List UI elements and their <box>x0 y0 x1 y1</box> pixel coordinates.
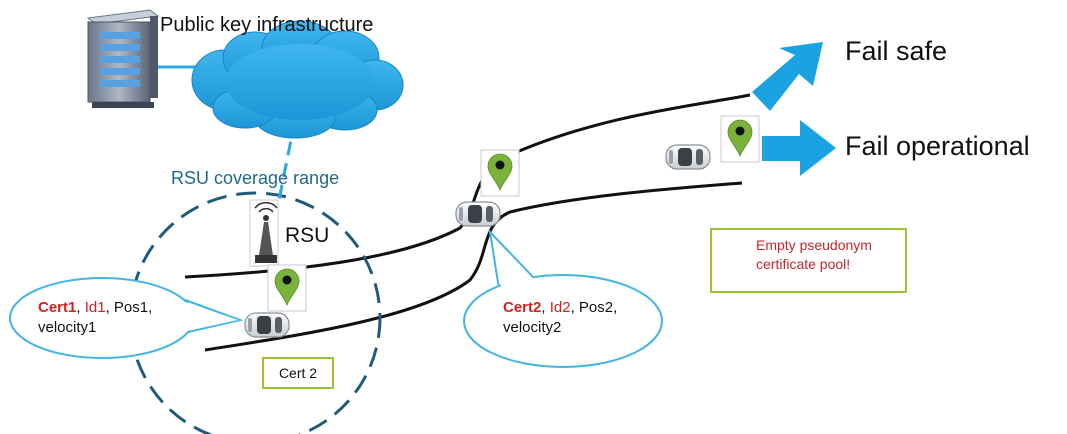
location-pin-icon-2 <box>480 149 520 197</box>
cert-box-label: Cert 2 <box>278 365 318 381</box>
rsu-coverage-label: RSU coverage range <box>171 168 340 188</box>
warning-line1: Empty pseudonym <box>756 237 872 253</box>
pki-label: Public key infrastructure <box>160 14 374 36</box>
cloud-rsu-link <box>276 119 297 206</box>
speech-bubble-2 <box>463 228 663 368</box>
rsu-label: RSU <box>285 224 330 247</box>
upper-road <box>184 93 751 279</box>
rsu-antenna-icon <box>249 199 279 267</box>
car-icon-2 <box>455 201 501 227</box>
car-icon-3 <box>665 144 711 170</box>
location-pin-icon-1 <box>267 264 307 312</box>
bubble1-id: Id1 <box>84 299 106 316</box>
bubble1-cert: Cert1 <box>38 299 77 316</box>
warning-box: Empty pseudonym certificate pool! <box>710 228 907 293</box>
bubble2-text: Cert2, Id2, Pos2, velocity2 <box>503 299 618 336</box>
warning-line2: certificate pool! <box>756 256 851 272</box>
location-pin-icon-3 <box>720 115 760 163</box>
fail-operational-label: Fail operational <box>845 131 1030 161</box>
server-icon <box>86 9 160 108</box>
lower-road <box>204 181 743 352</box>
speech-bubble-1 <box>9 277 244 359</box>
bubble1-text: Cert1, Id1, Pos1, velocity1 <box>38 299 153 336</box>
car-icon-1 <box>244 312 290 338</box>
fail-operational-arrow <box>762 120 836 176</box>
bubble2-velocity: velocity2 <box>503 319 562 336</box>
warning-text: Empty pseudonym certificate pool! <box>756 236 872 274</box>
bubble2-pos: Pos2, <box>578 299 618 316</box>
bubble1-velocity: velocity1 <box>38 319 97 336</box>
bubble2-id: Id2 <box>549 299 571 316</box>
fail-safe-label: Fail safe <box>845 36 948 66</box>
cert-box: Cert 2 <box>262 357 334 389</box>
bubble2-cert: Cert2 <box>503 299 542 316</box>
bubble1-pos: Pos1, <box>113 299 153 316</box>
cloud-icon <box>191 20 404 139</box>
fail-safe-arrow <box>752 42 823 111</box>
